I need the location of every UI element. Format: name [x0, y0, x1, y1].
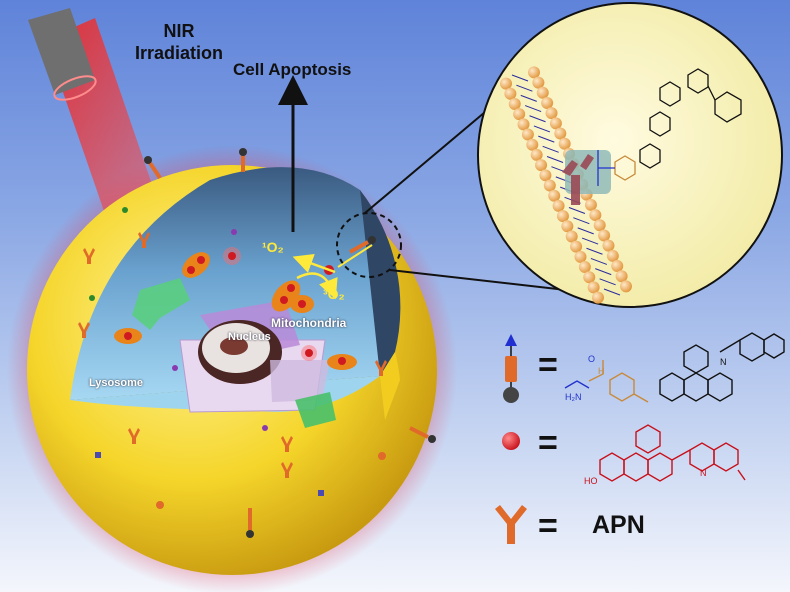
small-organelles: [89, 207, 324, 496]
lipid-head-outer: [530, 148, 543, 161]
legend-apn-equals: =: [538, 507, 558, 545]
lipid-tail: [573, 217, 590, 225]
lipid-tail: [603, 288, 621, 296]
lipid-tail: [529, 115, 546, 123]
lipid-head-outer: [548, 189, 561, 202]
lipid-head-inner: [593, 219, 606, 232]
lipid-head-inner: [611, 260, 624, 273]
lipid-head-inner: [602, 239, 615, 252]
lipid-head-inner: [558, 137, 571, 150]
singlet-oxygen-arrow: [292, 254, 336, 274]
probe-nh2-atom: H₂N: [565, 392, 582, 402]
probe-h-atom: H: [598, 366, 605, 376]
dye-structure: [599, 424, 746, 482]
dye-ho-atom: HO: [584, 476, 598, 486]
lipid-tail: [524, 105, 542, 113]
lipid-head-outer: [583, 271, 596, 284]
lipid-tail: [568, 207, 586, 214]
lipid-tail: [511, 74, 529, 82]
lipid-head-inner: [584, 198, 597, 211]
lipid-head-outer: [561, 220, 574, 233]
lipid-head-outer: [556, 210, 569, 223]
lipid-head-outer: [592, 291, 604, 304]
lipid-tail: [533, 125, 551, 133]
shell-edge: [380, 352, 400, 420]
lipid-head-inner: [615, 270, 628, 283]
probe-molecule-inset: [597, 68, 742, 186]
lipid-head-inner: [528, 66, 540, 79]
lipid-tail: [546, 156, 564, 163]
membrane-apn-receptors: [78, 232, 387, 509]
lipid-head-inner: [620, 280, 632, 293]
lipid-tail: [538, 135, 555, 143]
nir-irradiation-label: NIR Irradiation: [135, 20, 223, 64]
lipid-tail: [581, 237, 599, 245]
lysosome-label: Lysosome: [89, 377, 144, 389]
lipid-tail: [599, 278, 616, 286]
lipid-head-outer: [500, 77, 512, 90]
legend-apn-icon: [495, 505, 527, 544]
lipid-head-inner: [545, 107, 558, 120]
golgi-apparatus: [132, 278, 190, 330]
lipid-tail: [595, 268, 612, 276]
lipid-head-outer: [587, 281, 600, 294]
lipid-head-outer: [504, 87, 517, 100]
nucleus: [179, 300, 330, 413]
nir-label-line1: NIR: [163, 21, 195, 41]
lipid-tail: [516, 84, 533, 92]
lipid-head-outer: [570, 240, 583, 253]
probe-o-atom: O: [588, 354, 596, 364]
legend-dye-equals: =: [538, 424, 558, 462]
probe-n-atom: N: [720, 357, 727, 367]
apn-enzyme-inset: [562, 154, 594, 205]
lipid-head-outer: [552, 199, 565, 212]
lipid-head-outer: [521, 128, 534, 141]
lipid-head-inner: [536, 86, 549, 99]
lipid-head-outer: [513, 108, 526, 121]
lipid-tail: [577, 227, 594, 235]
lipid-tail: [590, 257, 608, 265]
lipid-head-outer: [517, 118, 530, 131]
lipid-head-outer: [508, 97, 521, 110]
lipid-head-inner: [541, 96, 554, 109]
lipid-head-outer: [574, 250, 587, 263]
triplet-oxygen-arrow: [296, 272, 338, 300]
lipid-head-inner: [606, 249, 619, 262]
lipid-head-outer: [526, 138, 539, 151]
mitochondria-group: [114, 252, 357, 370]
lipid-head-outer: [535, 159, 548, 172]
triplet-oxygen-label: ³O₂: [323, 286, 345, 302]
lipid-head-inner: [598, 229, 611, 242]
cell-apoptosis-label: Cell Apoptosis: [233, 60, 352, 79]
legend-dye-icon: [502, 432, 520, 450]
zoom-inset: [477, 2, 783, 308]
dye-n-atom: N: [700, 468, 707, 478]
lipid-head-outer: [539, 169, 552, 182]
legend-probe-icon: [503, 334, 519, 403]
lipid-head-inner: [554, 127, 567, 140]
lipid-head-outer: [578, 261, 591, 274]
nucleus-label: Nucleus: [228, 331, 271, 343]
lipid-tail: [586, 247, 603, 255]
legend-apn-label: APN: [592, 511, 645, 539]
lipid-head-inner: [549, 117, 562, 130]
lipid-head-inner: [589, 209, 602, 222]
singlet-oxygen-label: ¹O₂: [262, 239, 284, 255]
golgi-apparatus-lower: [295, 392, 336, 428]
mitochondria-label: Mitochondria: [271, 316, 347, 330]
probe-structure: [564, 332, 785, 403]
nir-label-line2: Irradiation: [135, 43, 224, 63]
release-arrow: [337, 244, 373, 268]
legend-probe-equals: =: [538, 346, 558, 384]
zoom-region-marker: [336, 212, 402, 278]
lipid-head-inner: [532, 76, 545, 89]
lipid-head-outer: [565, 230, 578, 243]
free-dye-dots: [223, 247, 334, 361]
membrane-probes: [144, 148, 436, 538]
lipid-tail: [520, 94, 537, 102]
lipid-tail: [542, 145, 559, 153]
lipid-head-outer: [543, 179, 556, 192]
